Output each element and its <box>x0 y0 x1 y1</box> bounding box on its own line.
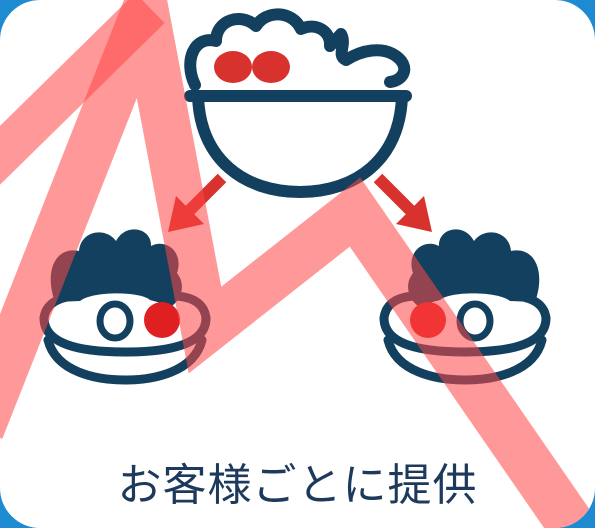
plate-icon <box>39 229 211 385</box>
caption-text: お客様ごとに提供 <box>117 460 478 511</box>
tomato-icon <box>214 51 290 83</box>
salad-bowl-icon <box>184 8 412 198</box>
plate-icon <box>379 229 551 385</box>
